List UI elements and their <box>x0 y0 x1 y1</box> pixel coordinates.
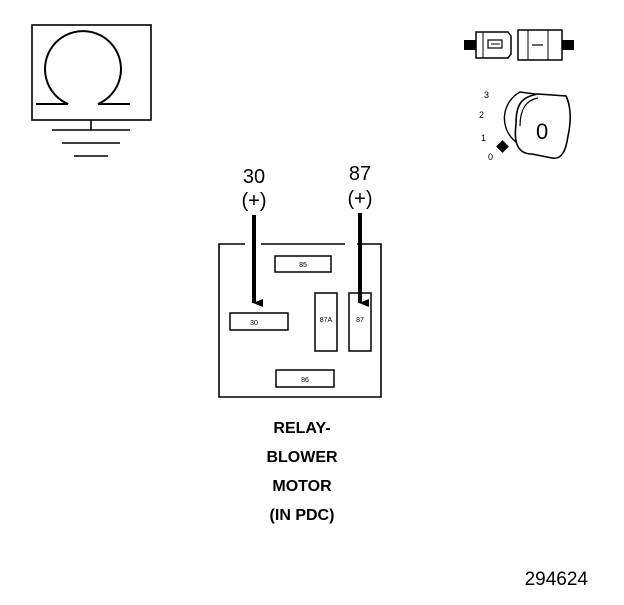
key-position-2: 2 <box>479 110 484 120</box>
terminal-86-label: 86 <box>301 377 309 384</box>
terminal-30-label: 30 <box>250 320 258 327</box>
terminal-87a-box <box>314 292 338 352</box>
input-30-sign: (+) <box>242 190 267 212</box>
relay-title-line-3: MOTOR <box>272 478 332 495</box>
key-position-3: 3 <box>484 90 489 100</box>
key-position-0: 0 <box>488 152 493 162</box>
relay-title-line-2: BLOWER <box>266 449 338 466</box>
input-87: 87 (+) <box>348 163 373 307</box>
ignition-key-icon: 3 2 1 0 0 <box>479 90 571 162</box>
terminal-85-label: 85 <box>299 262 307 269</box>
input-30: 30 (+) <box>242 166 267 307</box>
figure-number: 294624 <box>525 569 589 590</box>
terminal-87a-label: 87A <box>320 317 333 324</box>
input-30-number: 30 <box>243 166 265 188</box>
terminal-86-box <box>275 369 335 388</box>
relay-title-line-1: RELAY- <box>273 420 330 437</box>
relay-title-line-4: (IN PDC) <box>270 507 335 524</box>
key-position-1: 1 <box>481 133 486 143</box>
terminal-30-box <box>229 312 289 331</box>
input-87-sign: (+) <box>348 188 373 210</box>
ground-symbol-icon <box>31 24 152 157</box>
relay-body: 85 30 87A 87 86 <box>218 243 382 398</box>
key-label: 0 <box>536 119 548 144</box>
terminal-85-box <box>274 255 332 273</box>
input-87-number: 87 <box>349 163 371 185</box>
connector-icon <box>464 29 574 61</box>
relay-title: RELAY- BLOWER MOTOR (IN PDC) <box>266 420 338 524</box>
terminal-87-label: 87 <box>356 317 364 324</box>
